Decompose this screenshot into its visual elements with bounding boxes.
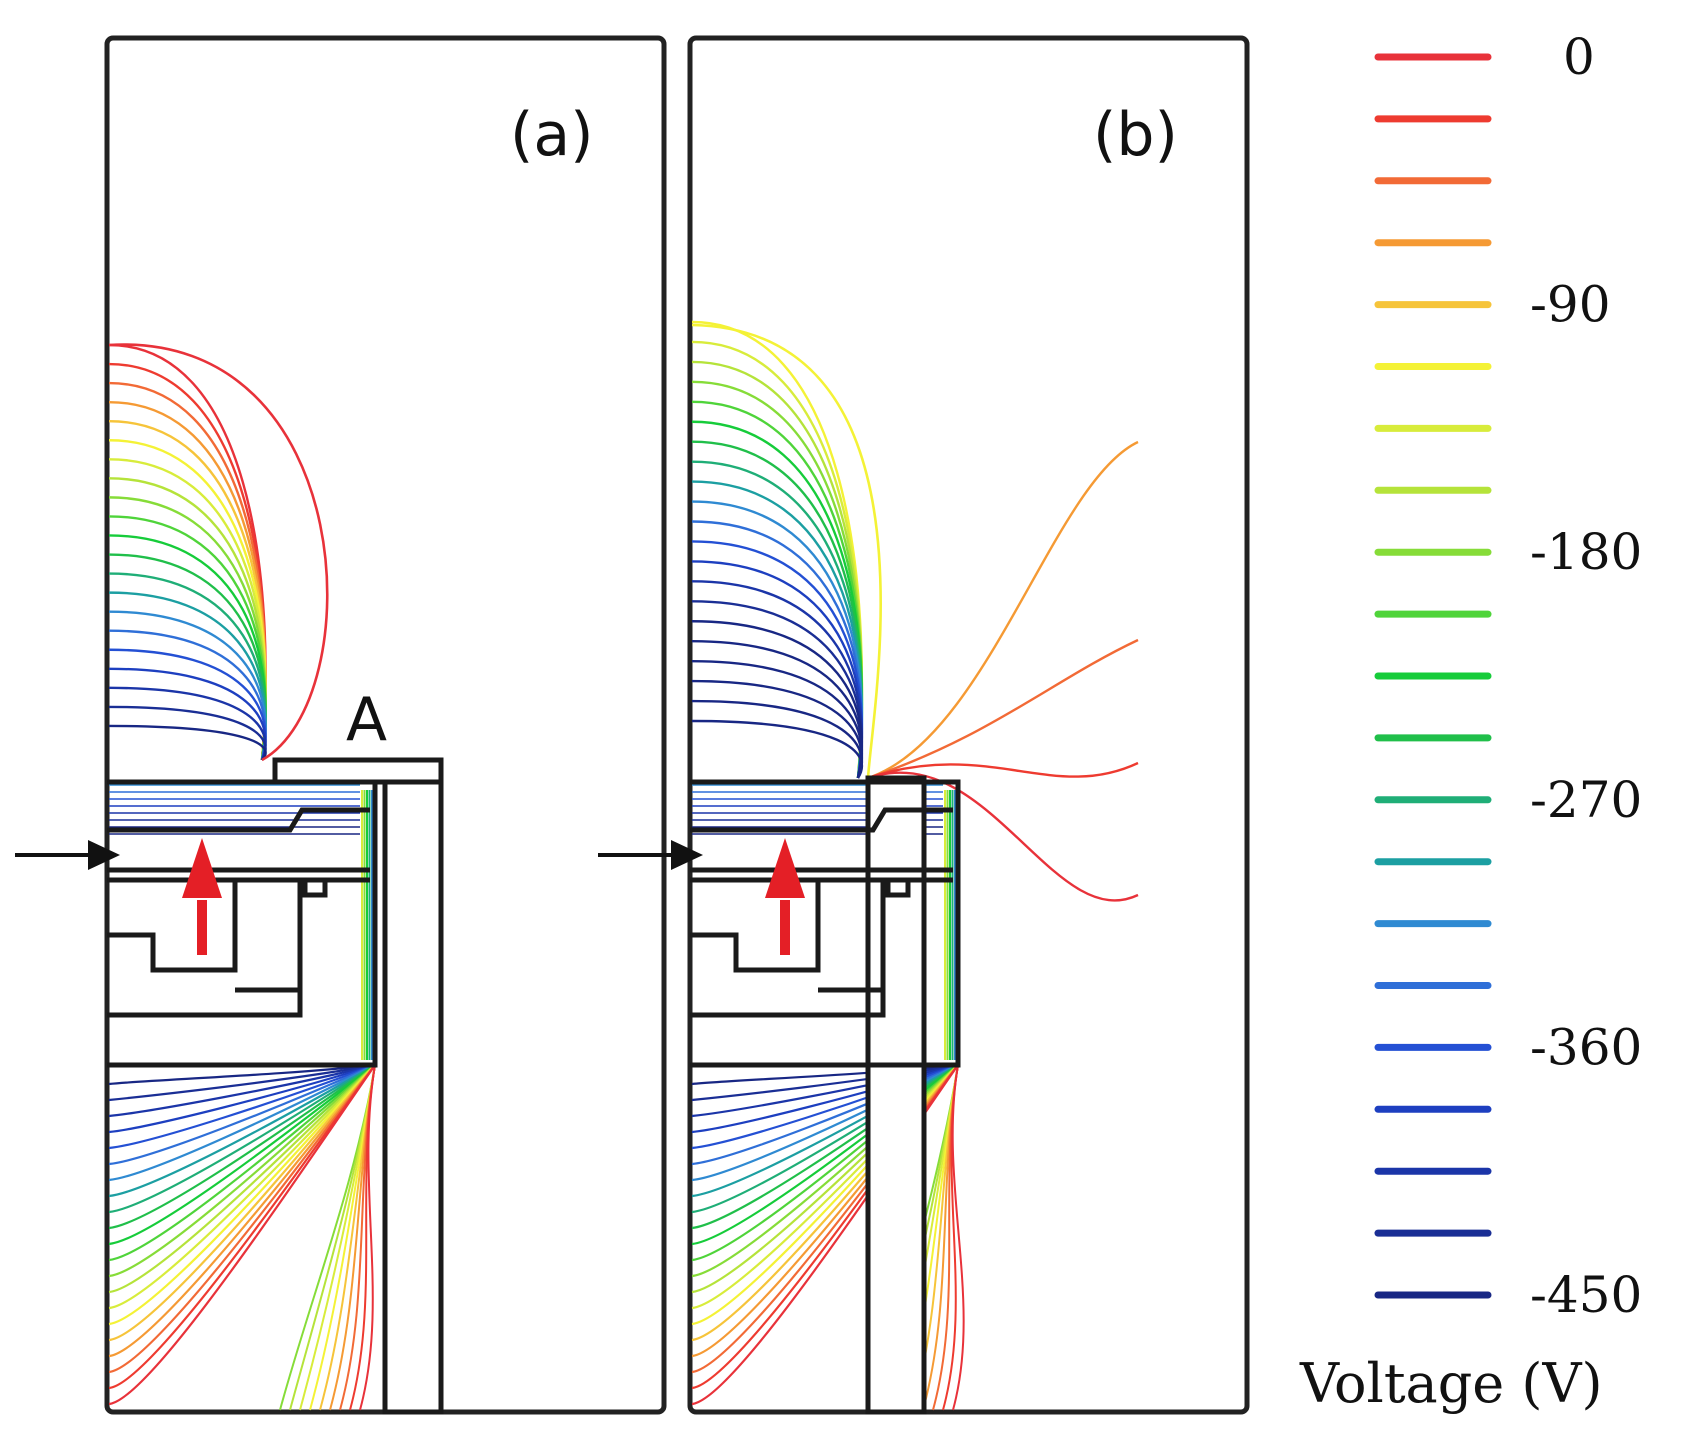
outer-conductor [865,775,927,1415]
red-arrow-panel-a [182,838,222,955]
lower-contour-9 [108,1064,376,1230]
upper-contour-12 [108,572,267,761]
lower-contour-1 [108,1063,376,1102]
panel-a-label: (a) [510,100,594,170]
upper-contour-20 [108,724,267,761]
top-cap [272,757,444,785]
colorbar-tick-label-0: 0 [1563,28,1595,86]
colorbar-tick-label-4: -360 [1530,1018,1642,1076]
right-contour-0 [867,440,1139,780]
upper-contour-17 [691,659,863,779]
lower-contour-3 [108,1063,376,1134]
colorbar-title: Voltage (V) [1299,1352,1603,1415]
lower-contour-12 [108,1064,376,1278]
colorbar-tick-label-1: -90 [1530,276,1611,334]
inner-block-3 [107,990,303,1018]
lower-contour-11 [108,1064,376,1262]
bottom-contour-20 [359,1064,376,1411]
lower-contour-17 [108,1064,376,1358]
upper-contour-19 [108,705,267,761]
small-notch [885,880,911,898]
outer-conductor [382,777,444,1415]
lower-contour-4 [108,1063,376,1150]
lower-contour-5 [108,1063,376,1166]
colorbar-tick-label-3: -270 [1530,771,1642,829]
panel-b-label: (b) [1093,100,1178,170]
region-a-annotation: A [346,685,387,755]
voltage-colorbar: 0 -90 -180 -270 -360 -450 [1374,28,1642,1324]
outer-contour [108,343,329,762]
lower-contour-10 [108,1064,376,1246]
upper-contour-13 [691,580,864,779]
right-contour-2 [867,761,1139,780]
lower-contour-2 [108,1063,376,1118]
panel-b: (b) [598,35,1250,1415]
device-structure-panel-a [107,757,444,1415]
red-arrow-panel-b [765,838,805,955]
lower-contour-13 [108,1064,376,1294]
upper-contour-6 [691,440,864,779]
lower-contour-0 [108,1063,376,1086]
housing-outline [690,779,961,1068]
right-contour-3 [867,771,1139,902]
device-structure-panel-b [690,775,961,1415]
inner-block-3 [690,990,886,1018]
upper-contour-4 [108,419,267,761]
panel-b-frame [687,35,1250,1415]
upper-contour-18 [691,679,863,779]
panel-a: (a) A [15,35,667,1415]
contour-lines-panel-b [691,320,1139,1411]
housing-outline [107,779,378,1068]
lower-contour-16 [108,1064,376,1342]
colorbar-tick-label-5: -450 [1530,1266,1642,1324]
lower-contour-8 [108,1064,376,1214]
gap-plate [690,807,953,833]
gap-plate [107,807,370,833]
lower-contour-18 [108,1064,376,1374]
lower-contour-19 [108,1064,376,1390]
upper-contour-16 [108,648,267,761]
inner-block-2 [235,880,303,993]
upper-contour-17 [108,667,267,761]
lower-contour-15 [108,1064,376,1326]
lower-contour-7 [108,1064,376,1198]
bottom-contour-20 [951,1064,965,1411]
input-arrow-panel-a [15,840,120,870]
outer-contour [691,323,882,779]
lower-contour-6 [108,1064,376,1182]
colorbar-tick-label-2: -180 [1530,523,1642,581]
lower-contour-14 [108,1064,376,1310]
small-notch [302,880,328,898]
inner-block-1 [107,880,238,973]
inner-block-1 [690,880,821,973]
input-arrow-panel-b [598,840,703,870]
upper-contour-20 [691,719,863,779]
contour-lines-panel-a [108,343,376,1411]
right-contour-1 [867,638,1139,780]
lower-contour-20 [108,1064,376,1406]
